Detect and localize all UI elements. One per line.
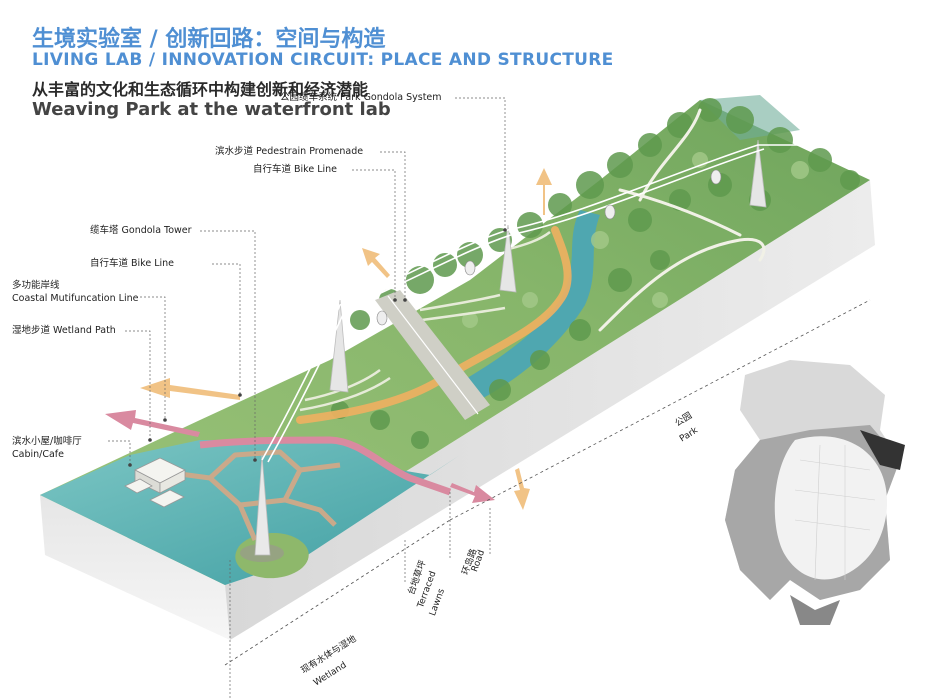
label-cabin-cn: 滨水小屋/咖啡厅 [12,436,82,448]
label-gondola-tower: 缆车塔 Gondola Tower [90,225,192,237]
label-wetland-path: 湿地步道 Wetland Path [12,325,116,337]
label-pedestrian-promenade: 滨水步道 Pedestrain Promenade [215,146,363,158]
label-park-gondola: 公园缆车系统 Park Gondola System [280,92,442,104]
label-coastal-en: Coastal Mutifuncation Line [12,293,138,305]
inset-site-map [725,360,905,625]
label-bike-line-top: 自行车道 Bike Line [253,164,337,176]
label-bike-line-mid: 自行车道 Bike Line [90,258,174,270]
label-cabin-en: Cabin/Cafe [12,449,64,461]
label-coastal-cn: 多功能岸线 [12,280,60,292]
pink-arrow [105,410,200,437]
